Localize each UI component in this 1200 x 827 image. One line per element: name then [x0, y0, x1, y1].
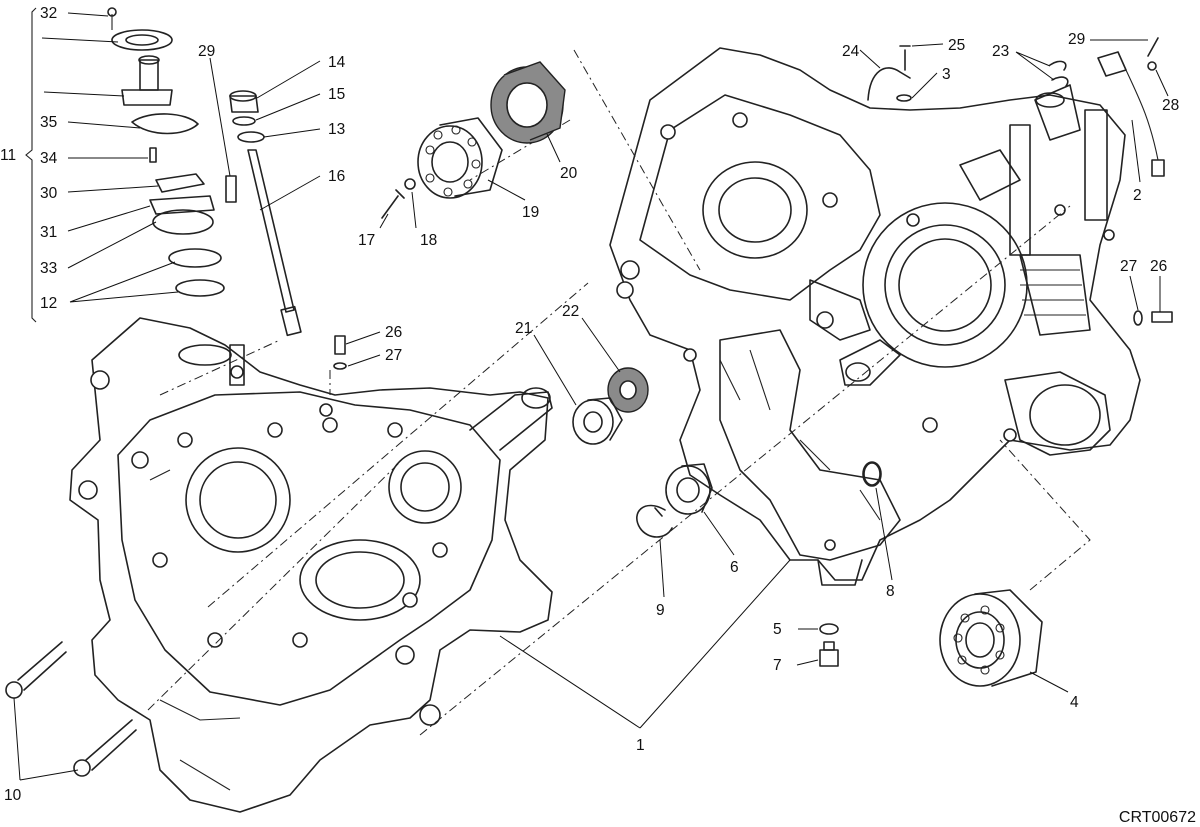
callout-labels: 32 11 35 34 30 31 33 12 29 14 15 13 16 1… — [0, 5, 1179, 804]
right-crankcase-half — [609, 47, 1141, 586]
washer-18 — [404, 178, 416, 190]
loose-parts — [5, 7, 1173, 777]
screw-17 — [381, 189, 405, 219]
callout-27-right: 27 — [1120, 258, 1137, 275]
screw-34 — [149, 147, 157, 163]
callout-26-left: 26 — [385, 324, 402, 341]
callout-3: 3 — [942, 66, 951, 83]
nut-14 — [229, 90, 259, 113]
callout-28: 28 — [1162, 97, 1179, 114]
callout-5: 5 — [773, 621, 782, 638]
callout-22: 22 — [562, 303, 579, 320]
callout-10: 10 — [4, 787, 22, 804]
assembly-11 — [107, 7, 225, 297]
callout-17: 17 — [358, 232, 375, 249]
callout-1: 1 — [636, 737, 645, 754]
ring-28 — [1147, 61, 1157, 71]
washer-5 — [819, 623, 839, 635]
callout-18: 18 — [420, 232, 437, 249]
bearing-21 — [572, 397, 623, 445]
callout-14: 14 — [328, 54, 346, 71]
callout-34: 34 — [40, 150, 58, 167]
callout-8: 8 — [886, 583, 895, 600]
ring-27-left — [333, 362, 347, 370]
screw-29-right — [1147, 37, 1159, 57]
callout-32: 32 — [40, 5, 57, 22]
callout-27-left: 27 — [385, 347, 402, 364]
callout-29-right: 29 — [1068, 31, 1085, 48]
leader-lines — [13, 12, 1169, 781]
washer-3 — [896, 94, 912, 102]
bolts-10 — [5, 641, 137, 777]
callout-7: 7 — [773, 657, 782, 674]
callout-33: 33 — [40, 260, 57, 277]
left-crankcase-half — [69, 317, 553, 813]
screw-29-left — [225, 175, 237, 203]
bearing-4 — [939, 589, 1043, 687]
callout-35: 35 — [40, 114, 57, 131]
callout-4: 4 — [1070, 694, 1079, 711]
stud-16 — [247, 149, 302, 337]
cover-body — [121, 89, 173, 106]
callout-19: 19 — [522, 204, 539, 221]
callout-30: 30 — [40, 185, 58, 202]
oring-12-a — [168, 248, 222, 268]
sensor-2 — [1097, 51, 1165, 177]
ring-27-right — [1133, 310, 1143, 326]
callout-21: 21 — [515, 320, 532, 337]
callout-15: 15 — [328, 86, 345, 103]
callout-11: 11 — [0, 147, 16, 164]
pipe-24 — [867, 67, 911, 101]
plug-7 — [819, 641, 839, 667]
gasket-35 — [131, 113, 199, 135]
callout-20: 20 — [560, 165, 578, 182]
circlip-9 — [636, 504, 673, 538]
callout-31: 31 — [40, 224, 57, 241]
washer-15 — [232, 116, 256, 126]
oring-8 — [862, 461, 882, 487]
bearing-6 — [665, 463, 713, 515]
oring-12-b — [175, 279, 225, 297]
plate-32 — [111, 29, 173, 51]
washer-23 — [1049, 60, 1069, 87]
callout-23: 23 — [992, 43, 1009, 60]
plate-30 — [155, 173, 205, 193]
pin-26-left — [334, 335, 346, 355]
bearing-19 — [417, 117, 503, 199]
seal-22 — [607, 367, 649, 413]
assembly-axes — [147, 49, 1091, 736]
drawing-code: CRT00672 — [1119, 809, 1196, 826]
callout-12: 12 — [40, 295, 57, 312]
callout-2: 2 — [1133, 187, 1142, 204]
brace-11 — [25, 7, 37, 323]
callout-16: 16 — [328, 168, 345, 185]
oring-13 — [237, 131, 265, 143]
callout-29-left: 29 — [198, 43, 215, 60]
callout-26-right: 26 — [1150, 258, 1167, 275]
plate-31 — [149, 195, 215, 215]
callout-25: 25 — [948, 37, 965, 54]
ring-33 — [152, 209, 214, 235]
pin-26-right — [1151, 311, 1173, 323]
callout-13: 13 — [328, 121, 345, 138]
callout-6: 6 — [730, 559, 739, 576]
callout-9: 9 — [656, 602, 665, 619]
screw-25 — [899, 45, 911, 71]
callout-24: 24 — [842, 43, 860, 60]
seal-20 — [490, 61, 566, 144]
